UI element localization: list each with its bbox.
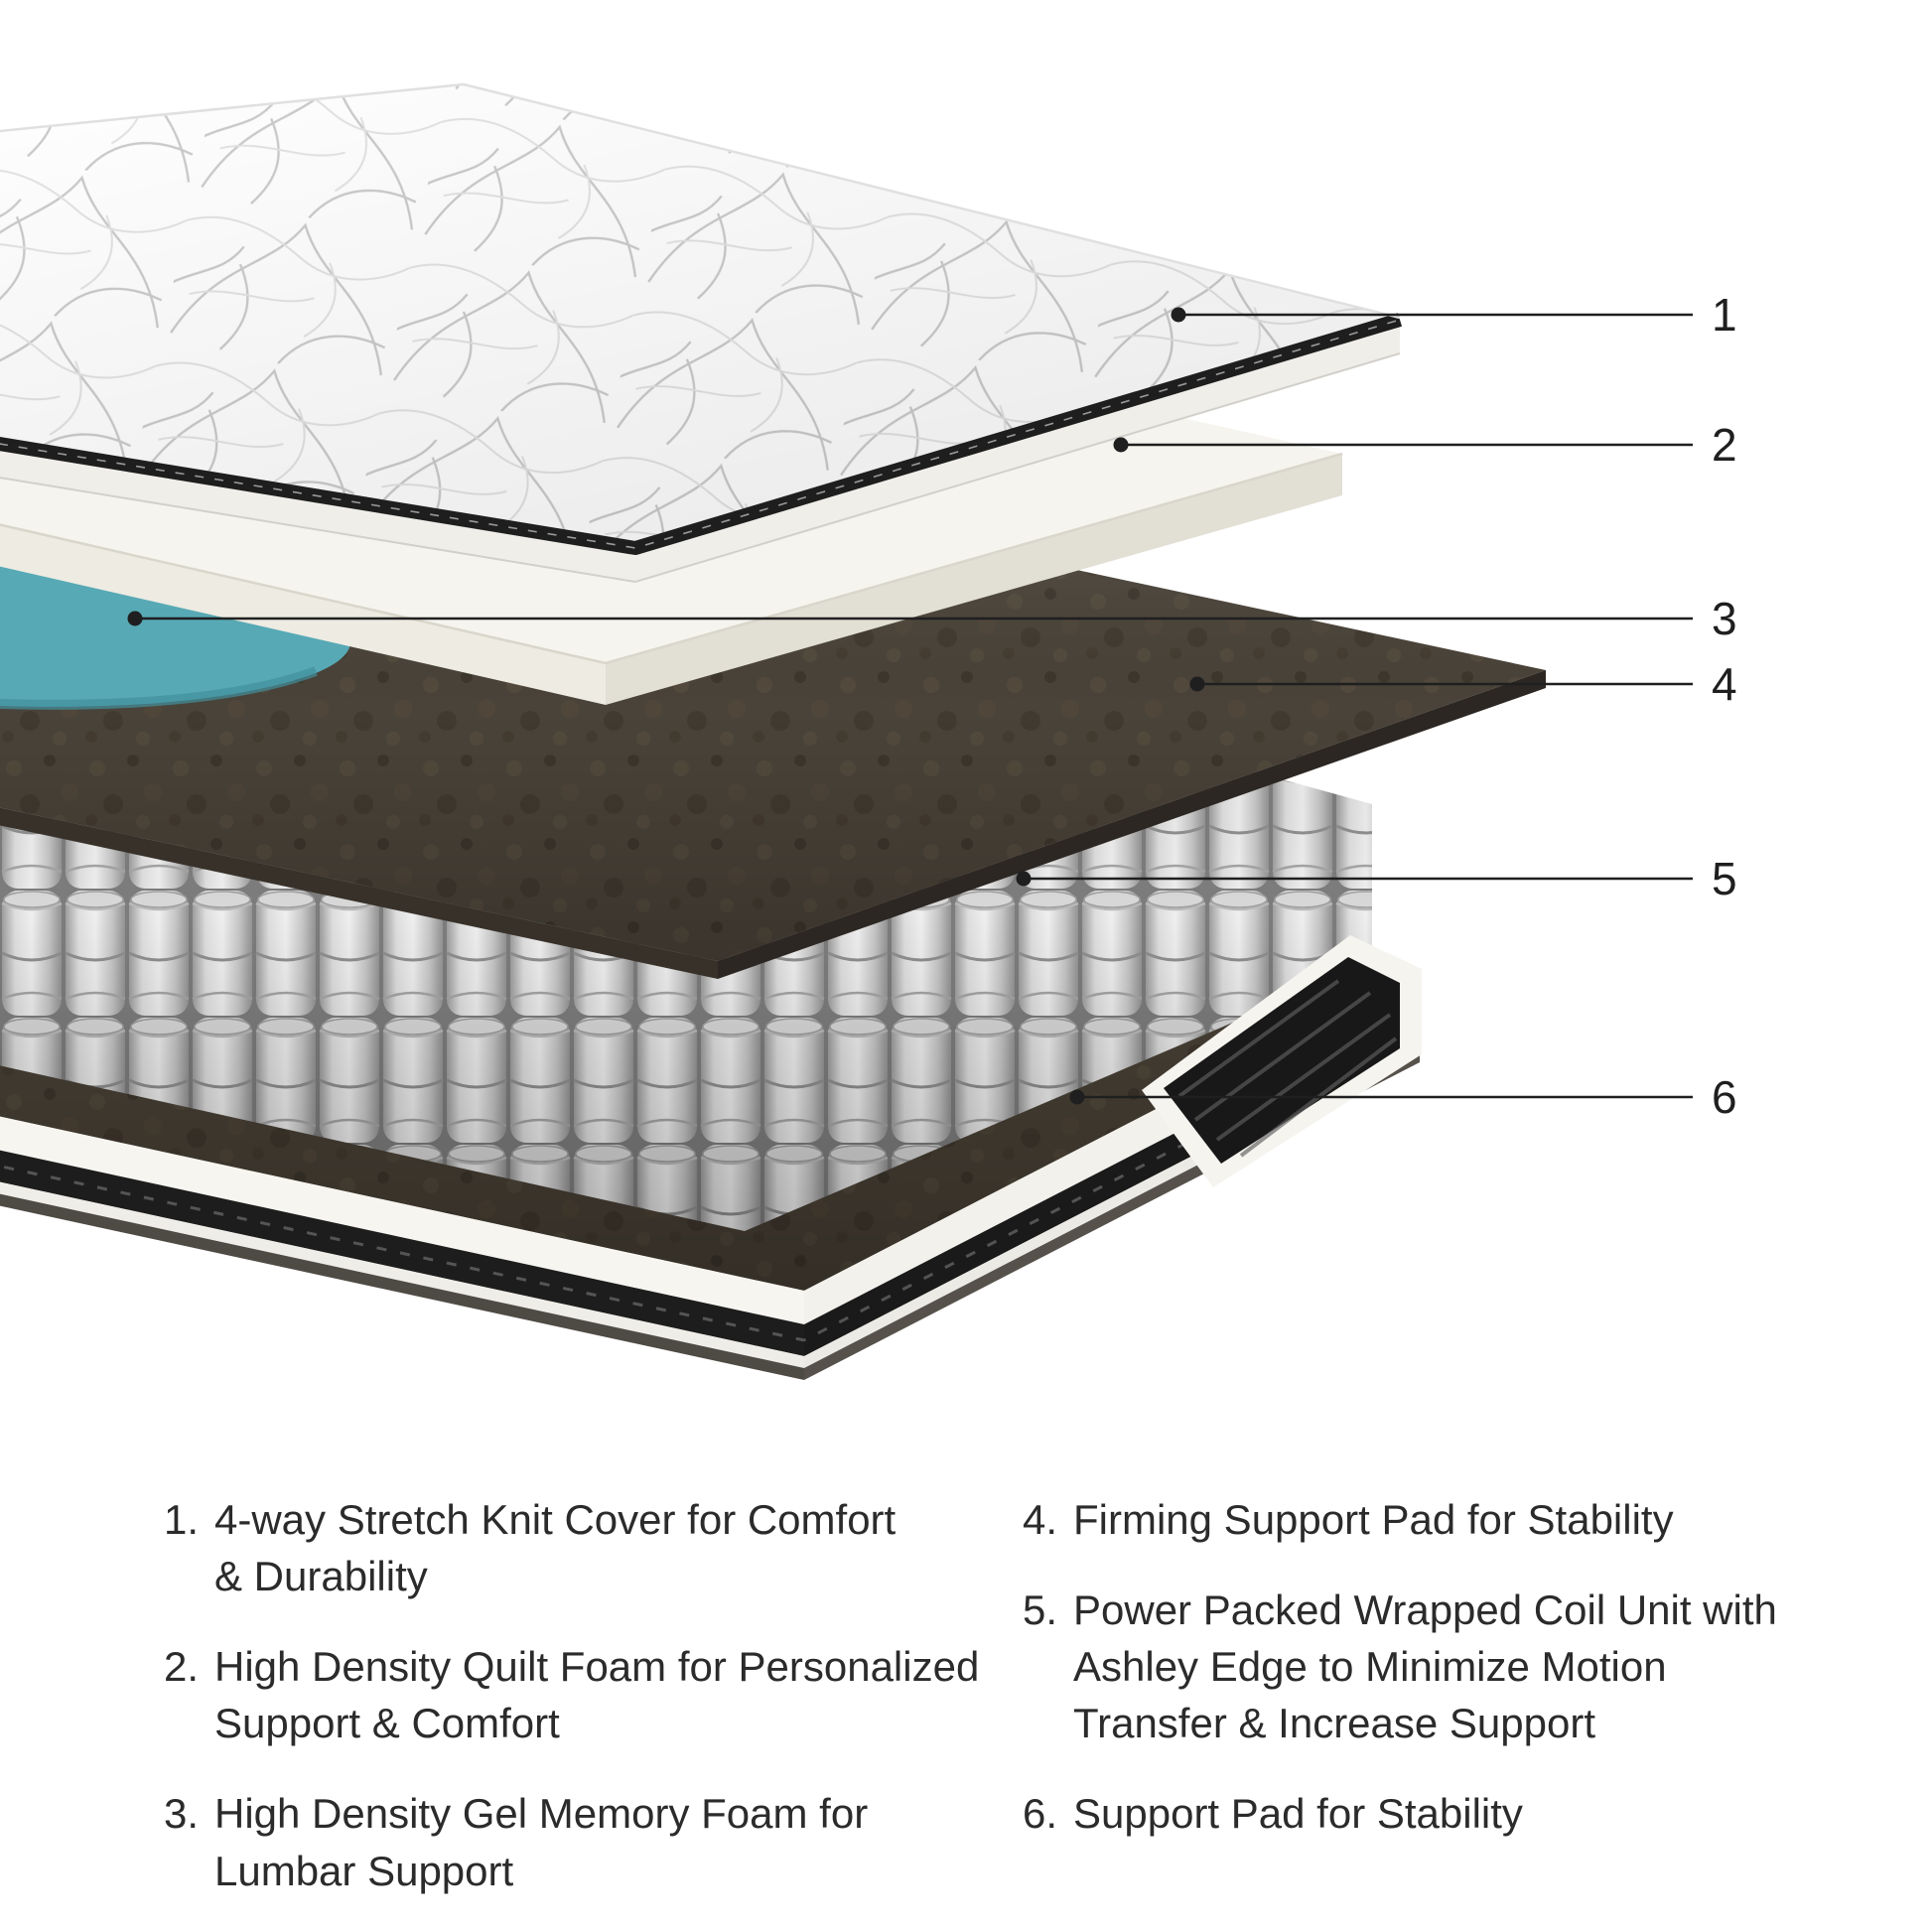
legend-column-right: 4. Firming Support Pad for Stability 5. …: [1006, 1491, 1825, 1899]
legend-item-2: 2. High Density Quilt Foam for Personali…: [147, 1638, 986, 1751]
callout-1-dot: [1171, 307, 1186, 323]
legend-item-1: 1. 4-way Stretch Knit Cover for Comfort …: [147, 1491, 986, 1604]
base-border-left-white-thin: [0, 1181, 804, 1368]
callout-1: 1: [1171, 289, 1737, 341]
legend-item-1-number: 1.: [163, 1496, 199, 1543]
legend-item-5: 5. Power Packed Wrapped Coil Unit with A…: [1006, 1582, 1825, 1751]
callout-3-dot: [127, 611, 143, 626]
legend-item-4: 4. Firming Support Pad for Stability: [1006, 1491, 1825, 1548]
legend-item-4-number: 4.: [1022, 1496, 1057, 1543]
callout-5-dot: [1016, 871, 1032, 887]
legend-item-6-number: 6.: [1022, 1790, 1057, 1838]
layer-1-knit-cover: [0, 82, 1403, 584]
callout-4-dot: [1189, 676, 1205, 692]
callout-3-number: 3: [1712, 593, 1737, 644]
base-border-left-white: [0, 1116, 804, 1324]
quilt-foam-edge-line: [0, 452, 1343, 665]
callout-5-number: 5: [1712, 853, 1737, 904]
support-pad-left-edge: [0, 807, 718, 979]
callout-6: 6: [1069, 1071, 1737, 1123]
base-corner-edge-piece: [1142, 935, 1422, 1187]
knit-cover-back-edge: [0, 82, 1401, 320]
base-border-left-bottom-edge: [0, 1193, 804, 1380]
mattress-exploded-diagram: 1 2 3 4 5 6: [0, 82, 1737, 1380]
legend-item-2-number: 2.: [163, 1643, 199, 1691]
callout-2: 2: [1113, 419, 1737, 471]
legend-item-5-text: Power Packed Wrapped Coil Unit with Ashl…: [1073, 1587, 1777, 1747]
base-border-left-black-band: [0, 1150, 804, 1356]
knit-cover-side-bottom-line: [0, 352, 1401, 584]
callout-1-number: 1: [1712, 289, 1737, 341]
knit-cover-side-face: [0, 318, 1400, 582]
callout-6-number: 6: [1712, 1071, 1737, 1123]
callouts: 1 2 3 4 5 6: [127, 289, 1737, 1123]
knit-cover-edge-stitching: [0, 319, 1401, 549]
legend-item-5-number: 5.: [1022, 1587, 1057, 1634]
knit-cover-shading: [0, 84, 1400, 546]
support-pad-right-edge: [718, 670, 1546, 979]
legend-item-3: 3. High Density Gel Memory Foam for Lumb…: [147, 1785, 986, 1898]
legend-column-left: 1. 4-way Stretch Knit Cover for Comfort …: [147, 1491, 986, 1899]
quilt-foam-right-face: [606, 454, 1342, 705]
base-band-right-stitching: [803, 1021, 1421, 1342]
callout-4-number: 4: [1712, 658, 1737, 710]
legend-item-6: 6. Support Pad for Stability: [1006, 1785, 1825, 1842]
callout-2-number: 2: [1712, 419, 1737, 471]
legend-item-4-text: Firming Support Pad for Stability: [1073, 1496, 1674, 1543]
legend-item-1-text: 4-way Stretch Knit Cover for Comfort & D…: [214, 1496, 897, 1600]
callout-5: 5: [1016, 853, 1737, 904]
corner-piece-black-fabric: [1164, 957, 1400, 1164]
legend-item-3-text: High Density Gel Memory Foam for Lumbar …: [214, 1790, 869, 1894]
callout-3: 3: [127, 593, 1737, 644]
legend-item-3-number: 3.: [163, 1790, 199, 1838]
legend-item-2-text: High Density Quilt Foam for Personalized…: [214, 1643, 980, 1747]
callout-4: 4: [1189, 658, 1737, 710]
callout-2-dot: [1113, 437, 1129, 453]
legend-item-6-text: Support Pad for Stability: [1073, 1790, 1523, 1838]
callout-6-dot: [1069, 1089, 1085, 1105]
legend: 1. 4-way Stretch Knit Cover for Comfort …: [147, 1491, 1825, 1899]
quilt-foam-left-face: [0, 524, 606, 705]
gel-foam-front-edge: [0, 666, 318, 710]
